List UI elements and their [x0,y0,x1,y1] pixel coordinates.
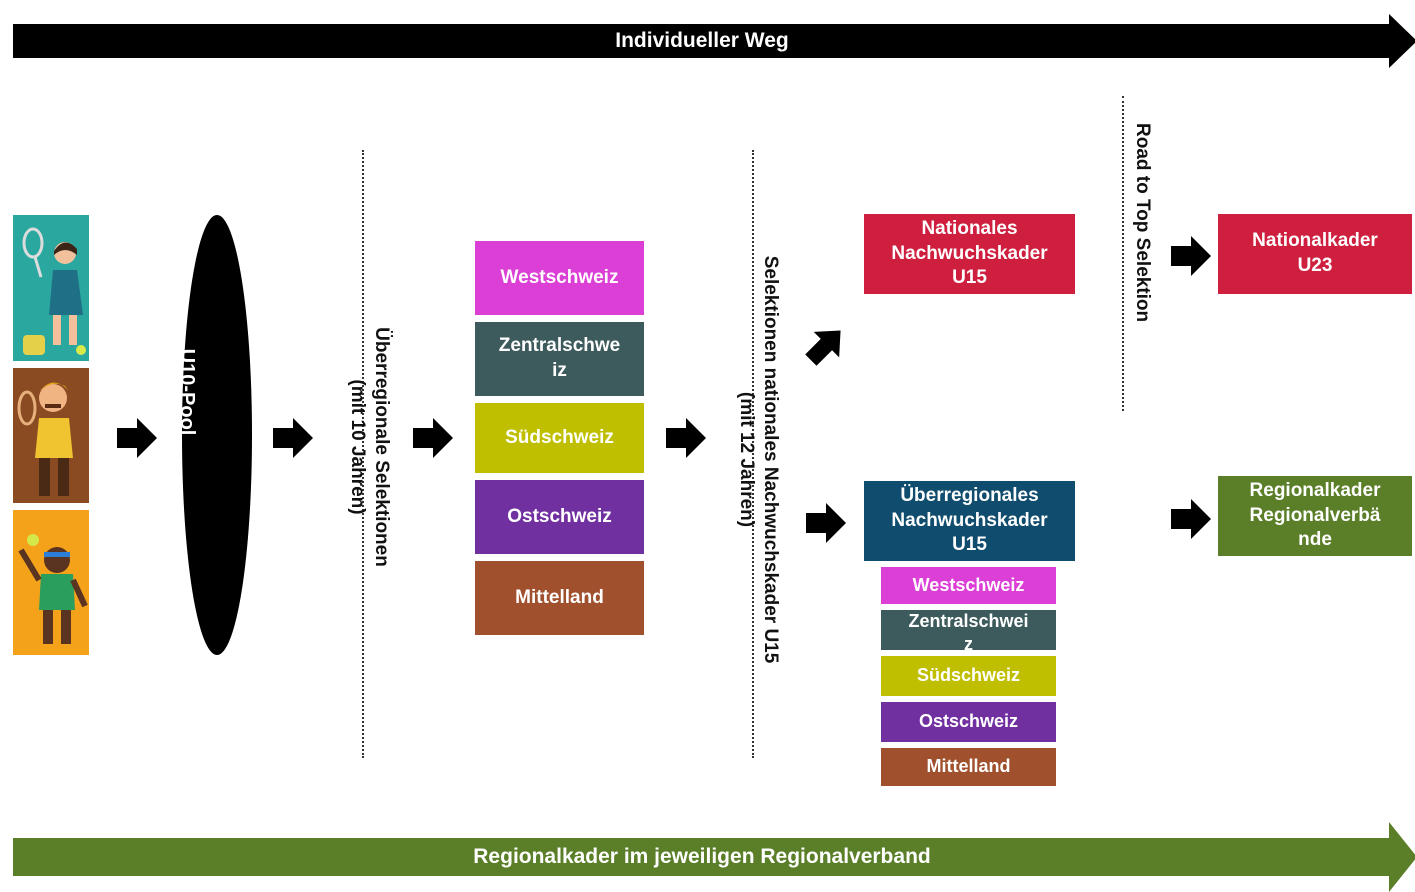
national-selection-label: Selektionen nationales Nachwuchskader U1… [736,255,781,664]
tennis-girl-illustration [13,215,89,361]
region-zentralschweiz: Zentralschwe iz [475,322,644,396]
region-westschweiz: Westschweiz [475,241,644,315]
regional-selection-label: Überregionale Selektionen (mit 10 Jahren… [347,327,392,567]
divider-regional-selection [362,150,364,758]
bottom-banner-label: Regionalkader im jeweiligen Regionalverb… [473,845,931,868]
arrow-right-icon [1171,236,1211,276]
sub-region-ostschweiz: Ostschweiz [881,702,1056,742]
tennis-player-jumping-illustration [13,510,89,655]
bottom-banner-arrowhead [1389,822,1415,892]
tennis-boy-illustration [13,368,89,503]
divider-road-to-top [1122,96,1124,411]
arrow-right-icon [273,418,313,458]
sub-region-suedschweiz: Südschweiz [881,656,1056,696]
national-u23-box: Nationalkader U23 [1218,214,1412,294]
region-ostschweiz: Ostschweiz [475,480,644,554]
sub-region-mittelland: Mittelland [881,748,1056,786]
u10-pool-ellipse [182,215,252,655]
arrow-right-icon [806,503,846,543]
top-banner-body: Individueller Weg [13,24,1391,58]
region-mittelland: Mittelland [475,561,644,635]
regional-u15-box: Überregionales Nachwuchskader U15 [864,481,1075,561]
arrow-right-icon [117,418,157,458]
arrow-right-icon [1171,499,1211,539]
divider-national-selection [752,150,754,758]
sub-region-westschweiz: Westschweiz [881,564,1056,604]
top-banner-arrow: Individueller Weg [13,14,1415,68]
national-u15-box: Nationales Nachwuchskader U15 [864,214,1075,294]
bottom-banner-body: Regionalkader im jeweiligen Regionalverb… [13,838,1391,876]
region-suedschweiz: Südschweiz [475,403,644,473]
road-to-top-label: Road to Top Selektion [1132,123,1153,323]
arrow-right-icon [413,418,453,458]
top-banner-label: Individueller Weg [615,29,789,52]
top-banner-arrowhead [1389,14,1415,68]
bottom-banner-arrow: Regionalkader im jeweiligen Regionalverb… [13,822,1415,892]
regional-kader-box: Regionalkader Regionalverbä nde [1218,476,1412,556]
arrow-up-right-icon [805,330,841,366]
u10-pool-label: U10-Pool [176,348,198,436]
sub-region-zentralschweiz: Zentralschwei z [881,610,1056,650]
arrow-right-icon [666,418,706,458]
